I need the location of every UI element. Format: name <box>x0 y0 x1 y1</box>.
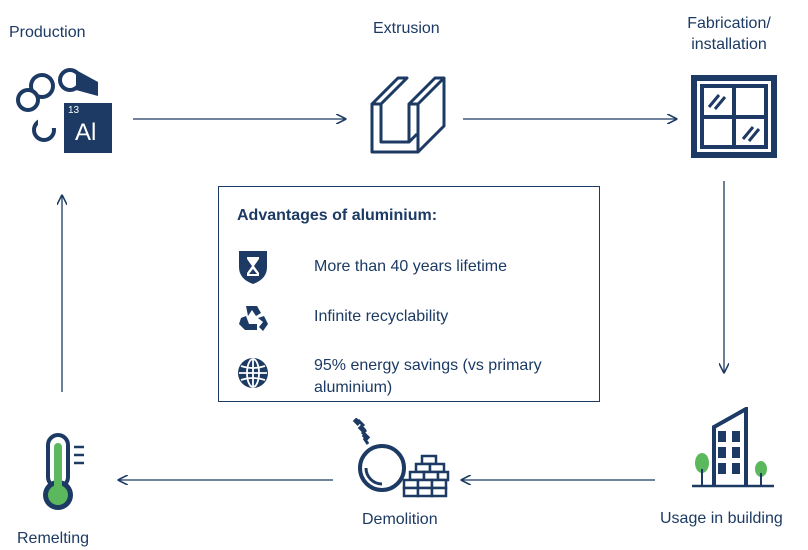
stage-label-fabrication-line2: installation <box>691 36 767 53</box>
advantages-title: Advantages of aluminium: <box>237 207 438 224</box>
stage-label-extrusion: Extrusion <box>373 20 440 37</box>
stage-label-production: Production <box>9 24 86 41</box>
stage-label-remelting: Remelting <box>17 530 90 547</box>
stage-label-demolition: Demolition <box>362 511 438 528</box>
thermometer-icon <box>40 433 92 513</box>
shield-hourglass-icon <box>237 249 269 285</box>
aluminium-element-tile: 13 Al <box>64 103 112 153</box>
advantage-recyclability: Infinite recyclability <box>314 308 449 325</box>
element-number: 13 <box>68 105 80 116</box>
recycle-icon <box>237 302 269 334</box>
advantage-energy-savings: 95% energy savings (vs primary aluminium… <box>314 357 542 396</box>
demolition-icon <box>346 418 450 502</box>
stage-label-fabrication: Fabrication/ installation <box>670 13 788 55</box>
globe-icon <box>237 357 269 389</box>
advantages-box: Advantages of aluminium: More than 40 ye… <box>218 186 600 402</box>
advantage-lifetime: More than 40 years lifetime <box>314 258 507 275</box>
production-icon <box>14 68 116 154</box>
extrusion-profile-icon <box>368 72 454 156</box>
element-symbol: Al <box>75 119 97 146</box>
building-icon <box>692 407 774 489</box>
stage-label-fabrication-line1: Fabrication/ <box>687 15 771 32</box>
window-icon <box>691 75 777 158</box>
stage-label-usage: Usage in building <box>660 510 783 527</box>
